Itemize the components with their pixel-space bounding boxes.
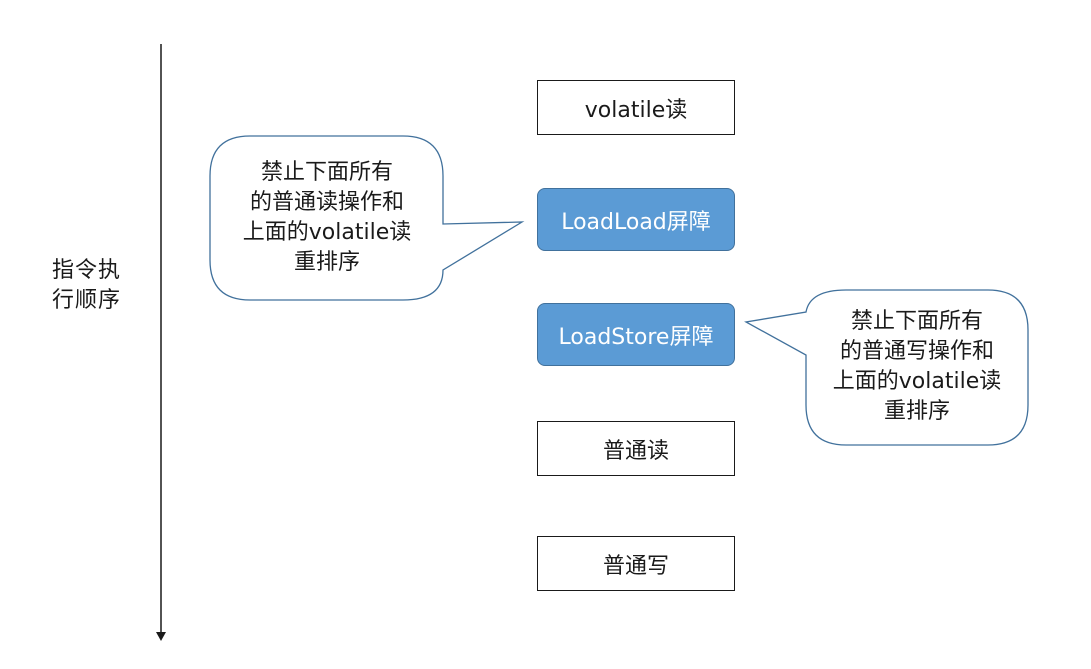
- normal-write-label: 普通写: [602, 553, 669, 579]
- execution-order-arrowhead: [156, 632, 166, 641]
- loadload-barrier-label: LoadLoad屏障: [561, 209, 711, 235]
- loadstore-callout-text: 禁止下面所有 的普通写操作和 上面的volatile读 重排序: [832, 309, 1002, 424]
- loadload-callout-bubble: [209, 135, 525, 301]
- loadload-barrier-box: LoadLoad屏障: [537, 188, 735, 251]
- volatile-read-label: volatile读: [584, 97, 688, 123]
- volatile-read-box: volatile读: [537, 80, 735, 135]
- normal-write-box: 普通写: [537, 536, 735, 591]
- normal-read-label: 普通读: [602, 438, 669, 464]
- normal-read-box: 普通读: [537, 421, 735, 476]
- loadload-callout-text: 禁止下面所有 的普通读操作和 上面的volatile读 重排序: [242, 160, 412, 275]
- execution-order-label: 指令执 行顺序: [52, 258, 122, 313]
- loadstore-barrier-label: LoadStore屏障: [558, 324, 714, 350]
- loadstore-callout-bubble: [744, 289, 1029, 446]
- loadstore-barrier-box: LoadStore屏障: [537, 303, 735, 366]
